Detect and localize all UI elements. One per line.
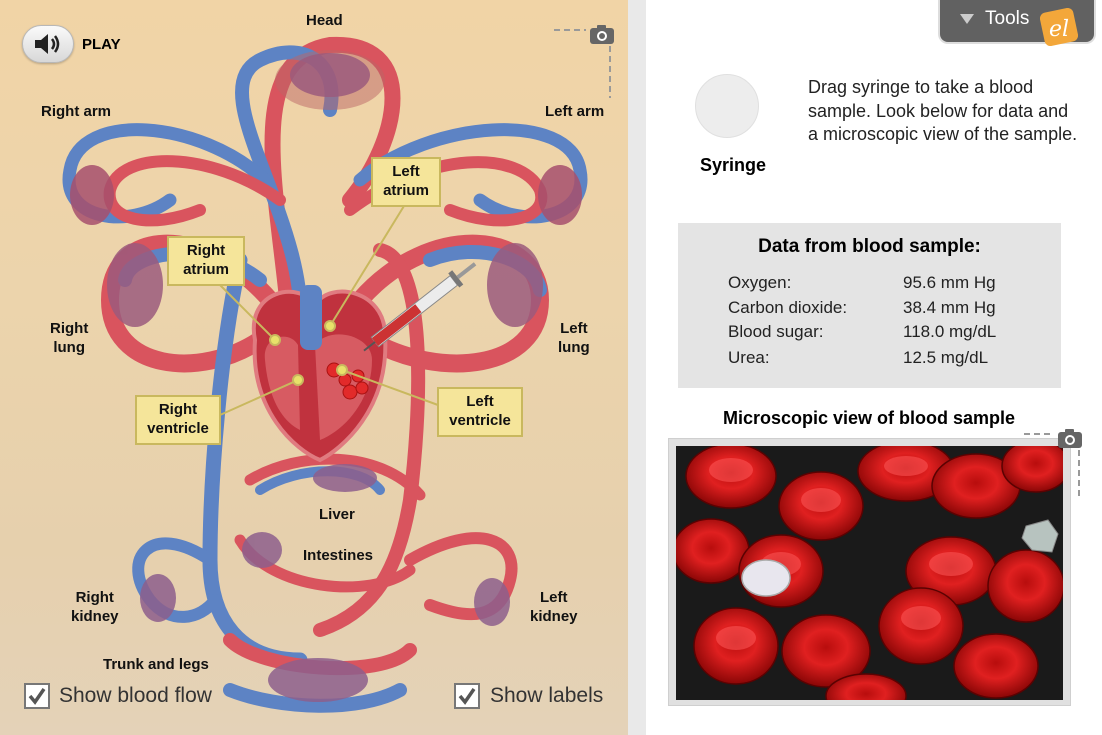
white-blood-cell [741,559,791,597]
checkmark-icon [28,688,46,705]
urea-value: 12.5 mg/dL [903,348,989,367]
trunk-legs-vessel-blue [223,683,407,713]
blood-data-title: Data from blood sample: [758,236,981,257]
liver-vessel [244,453,426,501]
intestine-capillaries [242,532,282,568]
label-right-ventricle: Right ventricle [135,395,221,445]
left-atrium-pointer [329,205,405,327]
svg-text:el: el [1049,17,1069,42]
show-blood-flow-checkbox[interactable] [24,683,50,709]
show-blood-flow-label[interactable]: Show blood flow [59,684,212,707]
oxygen-label: Oxygen: [728,273,792,292]
microscope-view [676,446,1063,700]
right-lung-capillaries [107,243,163,327]
label-right-atrium: Right atrium [167,236,245,286]
circulatory-system-diagram [62,36,588,713]
play-label[interactable]: PLAY [82,36,121,53]
label-right-arm: Right arm [41,103,112,120]
label-left-atrium: Left atrium [371,157,441,207]
chevron-down-icon [960,14,974,24]
right-ventricle-pointer [219,379,299,416]
label-liver: Liver [319,506,355,523]
label-left-lung: Left lung [558,320,590,356]
explorelearning-logo-icon: el [1040,8,1078,46]
label-head: Head [306,12,343,29]
heart-chamber-left [315,334,372,440]
show-labels-checkbox[interactable] [454,683,480,709]
blood-data-panel: Data from blood sample: Oxygen: 95.6 mm … [678,223,1061,388]
right-kidney-capillaries [140,574,176,622]
right-atrium-pointer [219,284,276,341]
right-arm-capillaries [70,165,114,225]
panel-divider [628,0,646,735]
left-ventricle-pointer [341,369,439,406]
head-capillaries [290,53,370,97]
carbon-dioxide-label: Carbon dioxide: [728,298,848,317]
play-button[interactable] [22,25,74,63]
oxygen-value: 95.6 mm Hg [903,273,996,292]
label-left-ventricle: Left ventricle [437,387,523,437]
blood-cells-image [676,446,1063,700]
label-left-arm: Left arm [545,103,605,120]
label-intestines: Intestines [303,547,374,564]
heart-chamber-right [264,336,300,430]
microscope-title: Microscopic view of blood sample [722,408,1016,428]
left-lung-capillaries [487,243,543,327]
syringe-tool[interactable] [695,74,759,138]
circulatory-diagram-panel: PLAY Head Right arm Left arm Right lung … [0,0,628,735]
urea-label: Urea: [728,348,770,367]
tools-label[interactable]: Tools [985,8,1030,29]
label-right-lung: Right lung [50,320,89,356]
liver-capillaries [313,464,377,492]
left-arm-capillaries [538,165,582,225]
show-labels-label[interactable]: Show labels [490,684,604,707]
carbon-dioxide-value: 38.4 mm Hg [903,298,996,317]
label-left-kidney: Left kidney [530,589,578,625]
label-trunk-and-legs: Trunk and legs [103,656,209,673]
blood-sugar-value: 118.0 mg/dL [903,322,997,341]
trunk-capillaries [268,658,368,702]
speaker-icon [35,34,60,54]
left-kidney-capillaries [474,578,510,626]
label-right-kidney: Right kidney [71,589,119,625]
platelet [1021,519,1059,553]
syringe-in-heart [363,262,477,352]
camera-icon[interactable] [552,24,622,104]
blood-sugar-label: Blood sugar: [728,322,824,341]
checkmark-icon [458,688,476,705]
camera-icon[interactable] [1024,428,1094,498]
heart-vena-cava [300,285,322,350]
left-kidney-vessel [404,532,518,621]
instructions-text: Drag syringe to take a blood sample. Loo… [808,77,1078,144]
syringe-label: Syringe [700,155,767,175]
